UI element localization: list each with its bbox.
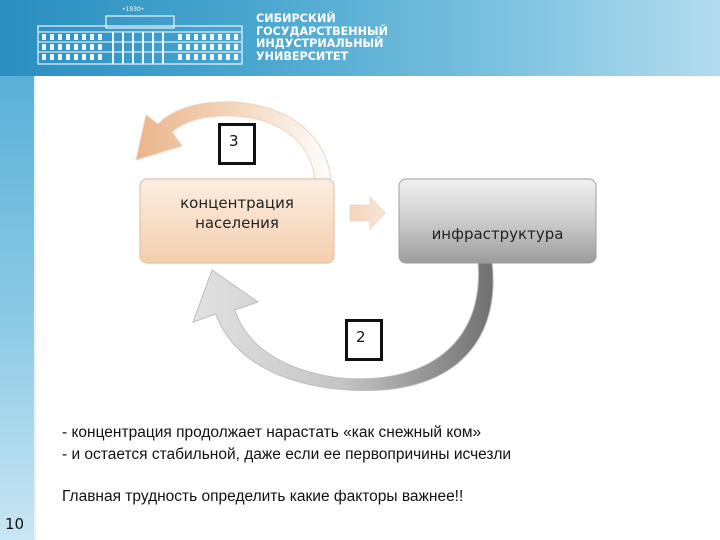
header-bar	[0, 0, 720, 76]
university-name: СИБИРСКИЙ ГОСУДАРСТВЕННЫЙ ИНДУСТРИАЛЬНЫЙ…	[256, 12, 388, 63]
page-number: 10	[5, 515, 25, 533]
left-sidebar-strip	[0, 76, 34, 540]
box-label-population: концентрация населения	[140, 193, 334, 233]
sidebar-divider	[34, 76, 36, 540]
box-infrastructure	[398, 178, 597, 264]
box-population-concentration	[139, 178, 335, 264]
university-name-line-4: УНИВЕРСИТЕТ	[256, 49, 349, 63]
badge-2: 2	[345, 319, 383, 361]
university-name-line-3: ИНДУСТРИАЛЬНЫЙ	[256, 37, 384, 51]
university-name-line-2: ГОСУДАРСТВЕННЫЙ	[256, 24, 388, 38]
curved-arrow-bottom-icon	[192, 261, 494, 391]
text-line-3: Главная трудность определить какие факто…	[62, 488, 464, 505]
right-arrow-icon	[349, 195, 386, 231]
box-label-infrastructure: инфраструктура	[431, 225, 564, 243]
curved-arrow-top-icon	[135, 101, 332, 183]
text-line-2: - и остается стабильной, даже если ее пе…	[62, 446, 512, 463]
university-building-icon	[37, 15, 243, 65]
box-label-population-line-1: концентрация	[180, 194, 294, 212]
university-name-line-1: СИБИРСКИЙ	[256, 12, 336, 25]
text-line-1: - концентрация продолжает нарастать «как…	[62, 424, 482, 441]
box-label-population-line-2: населения	[195, 214, 279, 232]
founding-year: •1930•	[122, 6, 145, 13]
badge-3: 3	[218, 123, 256, 165]
